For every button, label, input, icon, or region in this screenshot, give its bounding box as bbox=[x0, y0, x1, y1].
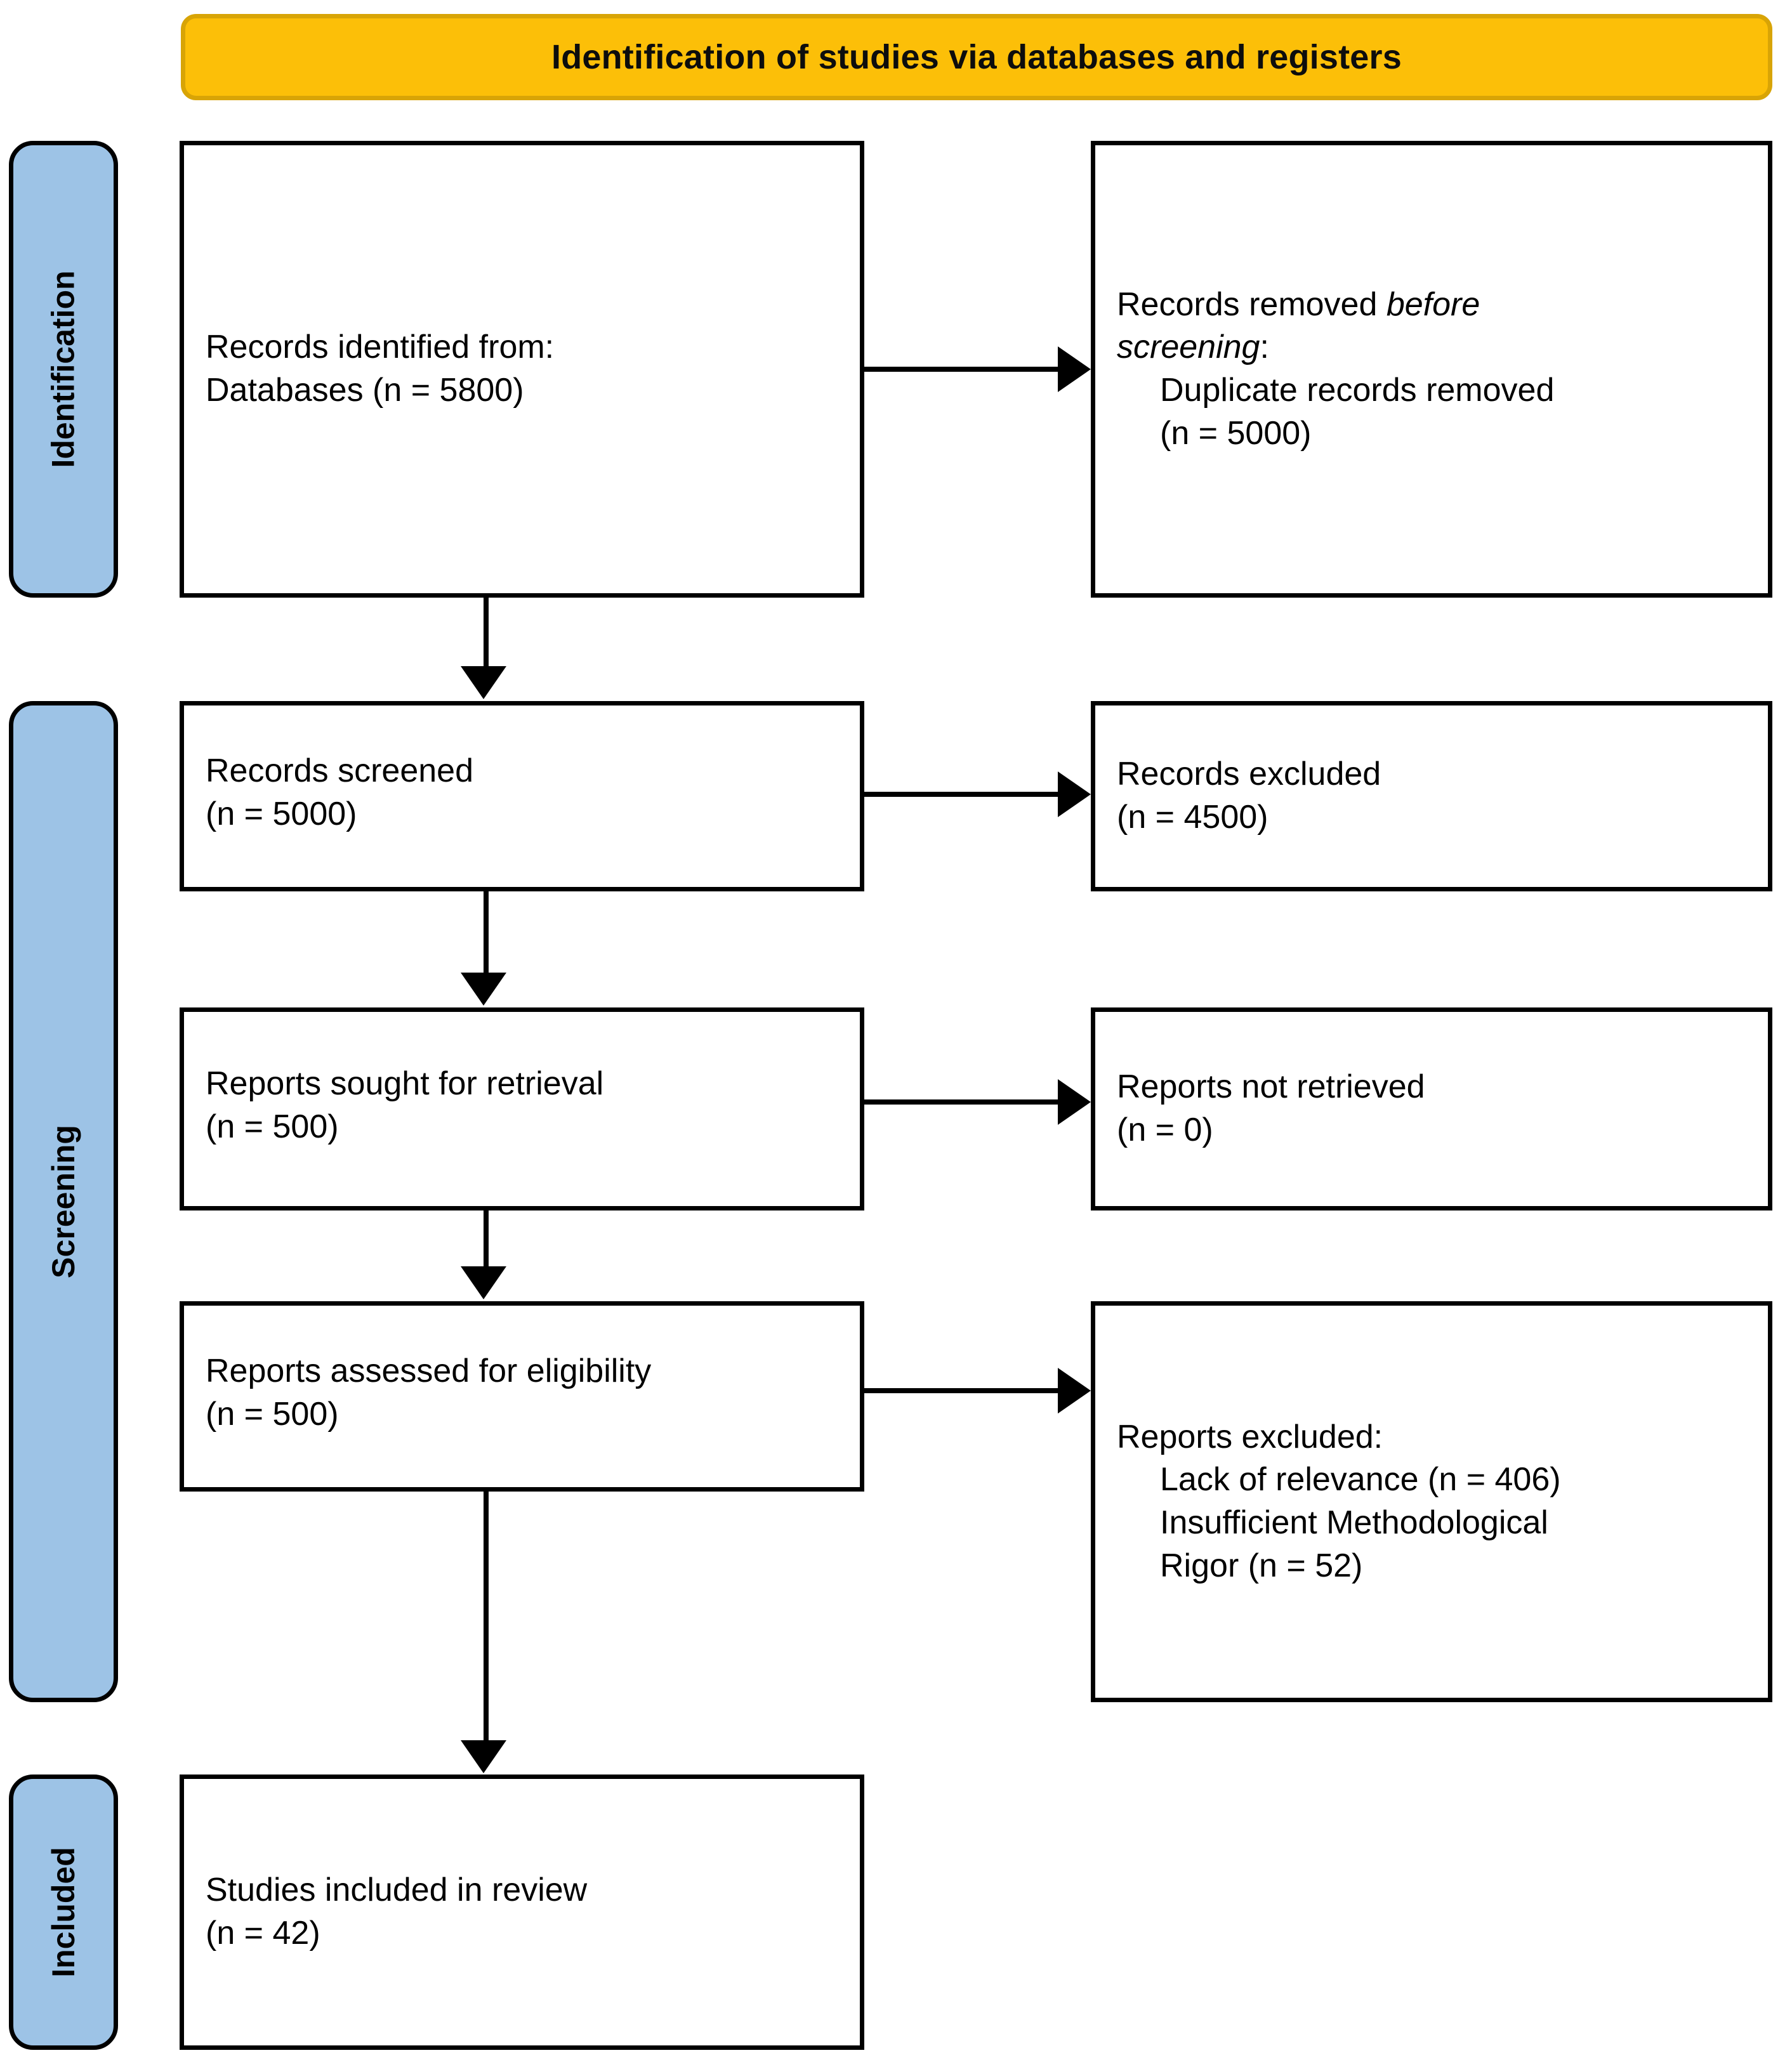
box-studies-included-line1: Studies included in review bbox=[206, 1872, 588, 1909]
arrow-assessed-to-reports-excluded-head-icon bbox=[1058, 1368, 1091, 1414]
box-records-identified-body: Records identified from: Databases (n = … bbox=[206, 326, 838, 412]
box-studies-included-in-review: Studies included in review (n = 42) bbox=[180, 1775, 864, 2050]
arrow-sought-to-not-retrieved-line bbox=[864, 1099, 1059, 1105]
arrow-sought-to-assessed-line bbox=[484, 1210, 489, 1268]
stage-label-identification: Identification bbox=[9, 141, 118, 598]
stage-label-included-text: Included bbox=[46, 1847, 82, 1978]
box-reports-sought-line2: (n = 500) bbox=[206, 1108, 339, 1145]
arrow-identified-to-removed-line bbox=[864, 367, 1059, 372]
box-records-screened-line1: Records screened bbox=[206, 752, 473, 790]
box-reports-not-retrieved-line1: Reports not retrieved bbox=[1117, 1068, 1425, 1106]
box-reports-excluded-line1: Reports excluded: bbox=[1117, 1418, 1383, 1455]
box-reports-not-retrieved-line2: (n = 0) bbox=[1117, 1112, 1213, 1148]
box-reports-not-retrieved-body: Reports not retrieved (n = 0) bbox=[1117, 1066, 1746, 1151]
arrow-identified-to-removed-head-icon bbox=[1058, 346, 1091, 392]
box-records-screened-line2: (n = 5000) bbox=[206, 796, 357, 832]
box-records-removed-line1: Records removed before bbox=[1117, 284, 1746, 327]
stage-label-screening-text: Screening bbox=[46, 1125, 81, 1278]
box-records-identified-line2: Databases (n = 5800) bbox=[206, 372, 524, 409]
diagram-title: Identification of studies via databases … bbox=[551, 38, 1402, 76]
box-records-removed-line4: (n = 5000) bbox=[1160, 414, 1312, 452]
box-reports-sought-line1: Reports sought for retrieval bbox=[206, 1065, 604, 1103]
box-records-removed-line3: Duplicate records removed bbox=[1160, 372, 1555, 409]
box-records-removed-line1-italic: before bbox=[1386, 285, 1480, 323]
arrow-screened-to-records-excluded-head-icon bbox=[1058, 771, 1091, 817]
arrow-assessed-to-included-head-icon bbox=[461, 1740, 506, 1773]
box-records-removed-line2-suffix: : bbox=[1260, 329, 1269, 366]
arrow-sought-to-not-retrieved-head-icon bbox=[1058, 1079, 1091, 1125]
box-records-screened-body: Records screened (n = 5000) bbox=[206, 750, 838, 836]
box-reports-excluded-line3: Insufficient Methodological bbox=[1160, 1504, 1548, 1541]
stage-label-included: Included bbox=[9, 1775, 118, 2050]
box-records-excluded-line2: (n = 4500) bbox=[1117, 799, 1268, 836]
box-reports-sought-for-retrieval: Reports sought for retrieval (n = 500) bbox=[180, 1007, 864, 1210]
box-records-removed-line2: screening: bbox=[1117, 326, 1746, 369]
box-records-removed-body: Records removed before screening: Duplic… bbox=[1117, 284, 1746, 455]
box-records-removed-line2-italic: screening bbox=[1117, 329, 1260, 366]
arrow-identified-to-screened-line bbox=[484, 598, 489, 672]
box-records-identified: Records identified from: Databases (n = … bbox=[180, 141, 864, 598]
box-records-removed-line1-prefix: Records removed bbox=[1117, 285, 1387, 323]
box-records-excluded-body: Records excluded (n = 4500) bbox=[1117, 753, 1746, 839]
box-reports-assessed-body: Reports assessed for eligibility (n = 50… bbox=[206, 1350, 838, 1436]
arrow-sought-to-assessed-head-icon bbox=[461, 1266, 506, 1299]
box-records-screened: Records screened (n = 5000) bbox=[180, 701, 864, 891]
arrow-screened-to-sought-head-icon bbox=[461, 973, 506, 1006]
arrow-screened-to-records-excluded-line bbox=[864, 792, 1059, 797]
box-records-excluded-line1: Records excluded bbox=[1117, 756, 1381, 793]
box-reports-excluded-body: Reports excluded: Lack of relevance (n =… bbox=[1117, 1416, 1746, 1587]
box-studies-included-body: Studies included in review (n = 42) bbox=[206, 1869, 838, 1955]
box-records-removed-before-screening: Records removed before screening: Duplic… bbox=[1091, 141, 1772, 598]
box-reports-sought-body: Reports sought for retrieval (n = 500) bbox=[206, 1063, 838, 1148]
box-reports-excluded-line2: Lack of relevance (n = 406) bbox=[1160, 1461, 1561, 1499]
arrow-assessed-to-reports-excluded-line bbox=[864, 1388, 1059, 1393]
box-reports-assessed-for-eligibility: Reports assessed for eligibility (n = 50… bbox=[180, 1301, 864, 1492]
box-reports-assessed-line1: Reports assessed for eligibility bbox=[206, 1353, 652, 1390]
stage-label-identification-text: Identification bbox=[46, 270, 82, 468]
arrow-identified-to-screened-head-icon bbox=[461, 666, 506, 699]
box-reports-excluded: Reports excluded: Lack of relevance (n =… bbox=[1091, 1301, 1772, 1702]
box-reports-not-retrieved: Reports not retrieved (n = 0) bbox=[1091, 1007, 1772, 1210]
box-records-excluded: Records excluded (n = 4500) bbox=[1091, 701, 1772, 891]
arrow-assessed-to-included-line bbox=[484, 1492, 489, 1742]
stage-label-screening: Screening bbox=[9, 701, 118, 1702]
box-studies-included-line2: (n = 42) bbox=[206, 1915, 320, 1952]
arrow-screened-to-sought-line bbox=[484, 891, 489, 974]
box-reports-excluded-line4: Rigor (n = 52) bbox=[1160, 1547, 1363, 1584]
box-reports-assessed-line2: (n = 500) bbox=[206, 1396, 339, 1433]
box-records-identified-line1: Records identified from: bbox=[206, 329, 555, 366]
diagram-header-banner: Identification of studies via databases … bbox=[181, 14, 1772, 100]
